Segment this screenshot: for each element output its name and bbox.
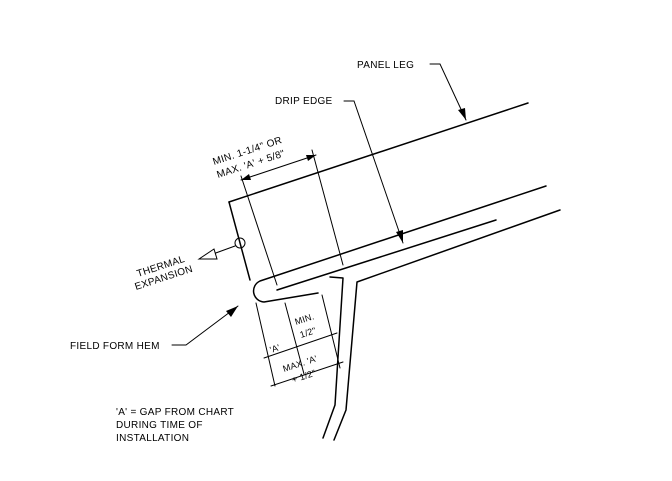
min-offset-dimension [240,149,344,286]
dim-min-label-line1: MIN. [294,311,316,327]
dim-min-label-line2: 1/2" [299,325,318,340]
drip-edge-outline [322,209,561,441]
note-line2: DURING TIME OF [116,420,203,431]
drip-edge-label: DRIP EDGE [275,96,333,107]
panel-leg-label: PANEL LEG [357,60,414,71]
panel-leg-outline [228,102,547,303]
field-form-hem-label: FIELD FORM HEM [70,341,160,352]
leader-arrows [171,63,467,346]
gap-dimension-lines [255,294,344,387]
note-line3: INSTALLATION [116,433,189,444]
thermal-expansion-arrow [197,237,246,260]
dim-a-label: 'A' [269,342,282,355]
note-line1: 'A' = GAP FROM CHART [116,407,234,418]
